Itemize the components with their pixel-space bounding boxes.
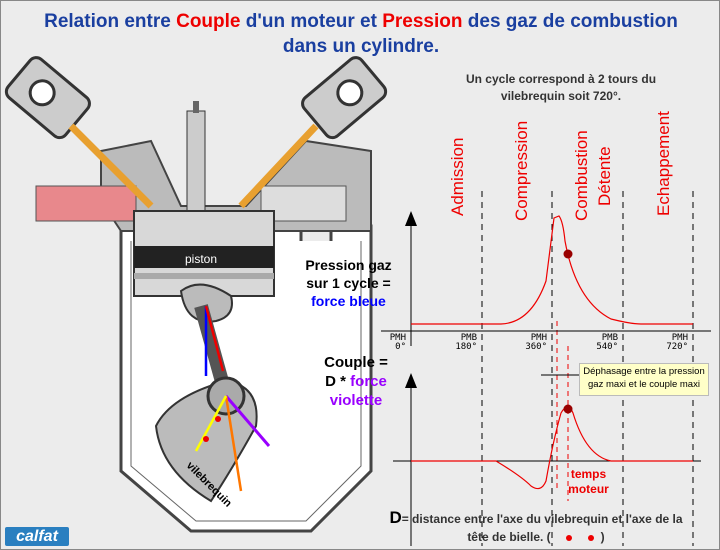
tick-label: 0°	[395, 342, 406, 352]
tick-label: 180°	[455, 342, 477, 352]
phase-compression: Compression	[512, 121, 531, 221]
couple-label-d: D *	[325, 373, 351, 390]
couple-label-force: force	[350, 373, 387, 390]
pressure-label-force: force bleue	[311, 293, 386, 309]
title-text: d'un moteur et	[240, 11, 383, 32]
pressure-max-dot	[563, 249, 573, 259]
footer-line2: tête de bielle. (	[467, 530, 551, 544]
tooltip-line2: gaz maxi et le couple maxi	[588, 379, 700, 390]
calfat-logo: calfat	[5, 527, 69, 546]
footer-close: )	[600, 530, 605, 544]
tick-label: PMH	[390, 333, 406, 343]
piston-label: piston	[185, 252, 217, 266]
title-text: des gaz de combustion	[462, 11, 678, 32]
pressure-curve	[411, 215, 693, 325]
tooltip-line1: Déphasage entre la pression	[583, 366, 705, 377]
cycle-note-line2: vilebrequin soit 720°.	[500, 89, 622, 103]
tick-label: 540°	[596, 342, 618, 352]
title-text: Relation entre	[44, 11, 177, 32]
tick-label: PMB	[461, 333, 477, 343]
phase-admission: Admission	[448, 138, 467, 216]
footer-line1: = distance entre l'axe du vilebrequin et…	[401, 512, 683, 526]
tick-label: 360°	[525, 342, 547, 352]
phase-detente: Détente	[595, 146, 614, 206]
couple-label: Couple = D * force violette	[306, 353, 406, 410]
phase-combustion: Combustion	[572, 130, 591, 221]
title-couple: Couple	[176, 11, 241, 32]
title-pression: Pression	[382, 11, 463, 32]
couple-label-line1: Couple =	[324, 354, 388, 371]
y-axis-arrow-icon	[405, 211, 417, 226]
page-title: Relation entre Couple d'un moteur et Pre…	[1, 9, 719, 59]
torque-chart	[393, 373, 701, 546]
y-axis-arrow-icon	[405, 373, 417, 388]
violet-force-arrow	[224, 395, 271, 447]
phase-echappement: Echappement	[654, 111, 673, 216]
pressure-label: Pression gaz sur 1 cycle = force bleue	[291, 256, 406, 310]
torque-curve	[411, 406, 693, 490]
engine-illustration: piston vilebrequin	[4, 56, 388, 533]
couple-label-violette: violette	[329, 392, 383, 409]
tick-label: PMH	[672, 333, 688, 343]
temps-moteur-line1: temps	[570, 467, 607, 481]
cycle-note: Un cycle correspond à 2 tours du vilebreq…	[431, 71, 691, 105]
tick-label: PMH	[531, 333, 547, 343]
torque-max-dot	[563, 404, 573, 414]
temps-moteur-line2: moteur	[568, 482, 609, 496]
title-line2: dans un cylindre.	[282, 36, 440, 57]
tick-label: PMB	[602, 333, 618, 343]
tick-label: 720°	[666, 342, 688, 352]
cycle-note-line1: Un cycle correspond à 2 tours du	[465, 72, 657, 86]
footer-d: D	[389, 508, 402, 527]
pressure-label-line2: sur 1 cycle =	[306, 275, 391, 291]
logo-text: calfat	[16, 528, 58, 545]
phase-shift-tooltip: Déphasage entre la pression gaz maxi et l…	[579, 363, 709, 396]
footer-note: D= distance entre l'axe du vilebrequin e…	[366, 509, 706, 546]
pressure-label-line1: Pression gaz	[305, 257, 392, 273]
